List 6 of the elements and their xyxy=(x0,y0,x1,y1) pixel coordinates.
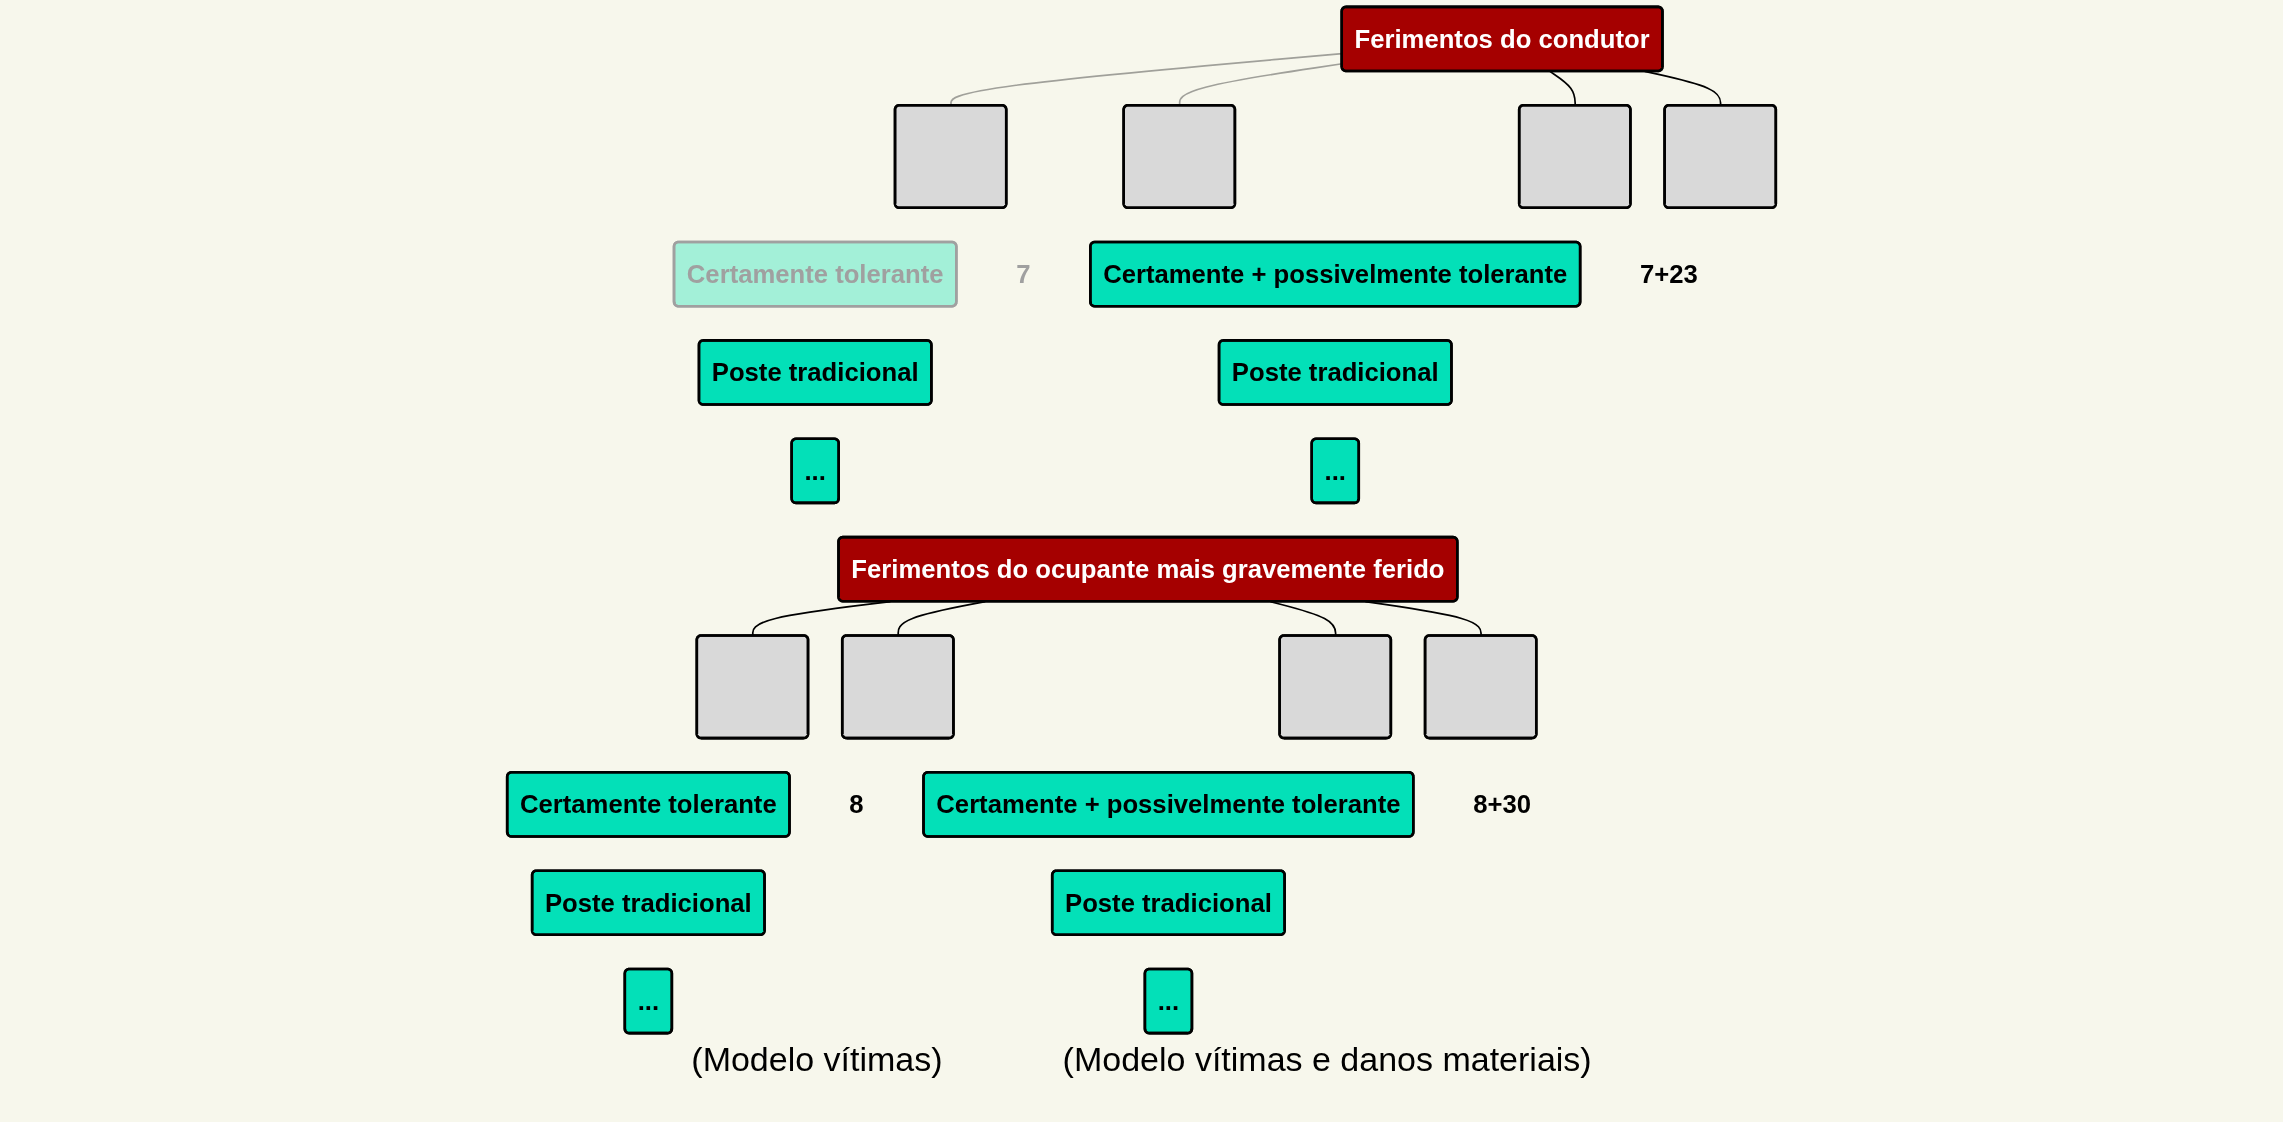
node-label: 7+23 xyxy=(1640,260,1698,289)
model-caption: (Modelo vítimas e danos materiais) xyxy=(1062,1040,1592,1079)
node-label: 8+30 xyxy=(1473,790,1531,819)
node-label: 7 xyxy=(1016,260,1031,289)
model-caption: (Modelo vítimas) xyxy=(691,1040,943,1079)
node-label: 8 xyxy=(849,790,864,819)
